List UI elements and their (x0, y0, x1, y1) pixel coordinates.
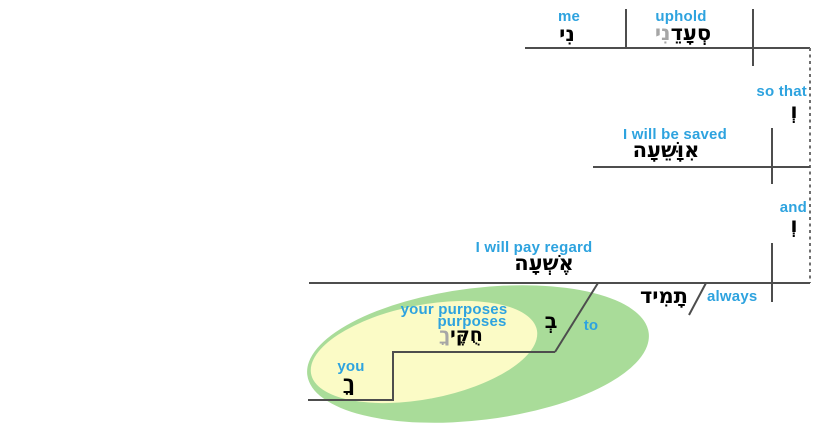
gloss-i-will-pay-regard[interactable]: I will pay regard (475, 239, 593, 256)
gloss-and[interactable]: and (779, 199, 807, 216)
hebrew-you[interactable]: ךָ (342, 371, 356, 395)
gloss-to[interactable]: to (583, 317, 599, 334)
gloss-i-will-be-saved[interactable]: I will be saved (623, 126, 727, 143)
gloss-you[interactable]: you (337, 358, 365, 375)
hebrew-always[interactable]: תָמִיד (639, 284, 689, 308)
hebrew-purposes[interactable]: חֻקֶּיךָ (439, 324, 483, 346)
hebrew-to[interactable]: בְ (544, 309, 558, 333)
hebrew-purposes-stem: חֻקֶּי (450, 324, 483, 346)
hebrew-and[interactable]: וְ (790, 213, 798, 237)
hebrew-uphold[interactable]: סְעָדֵנִי (655, 22, 711, 44)
hebrew-so-that[interactable]: וְ (790, 99, 798, 123)
gloss-purposes[interactable]: purposes (437, 313, 507, 330)
gloss-always[interactable]: always (707, 288, 758, 305)
hebrew-uphold-stem: סְעָדֵ (670, 21, 712, 45)
suffix-pedestal-line (308, 351, 555, 401)
hebrew-i-will-pay-regard[interactable]: אֶשְׁעָה (514, 251, 574, 275)
adverb-slash (688, 282, 707, 316)
gloss-your-purposes[interactable]: your purposes (400, 301, 508, 318)
hebrew-me[interactable]: נִי (559, 22, 575, 46)
hebrew-i-will-be-saved[interactable]: אִוָּשֵׁעָה (632, 138, 700, 162)
hebrew-purposes-suffix: ךָ (439, 324, 451, 346)
hebrew-uphold-suffix: נִי (654, 21, 671, 45)
gloss-so-that[interactable]: so that (756, 83, 807, 100)
gloss-me[interactable]: me (557, 8, 581, 25)
preposition-diagonal (554, 282, 599, 353)
gloss-uphold[interactable]: uphold (655, 8, 707, 25)
